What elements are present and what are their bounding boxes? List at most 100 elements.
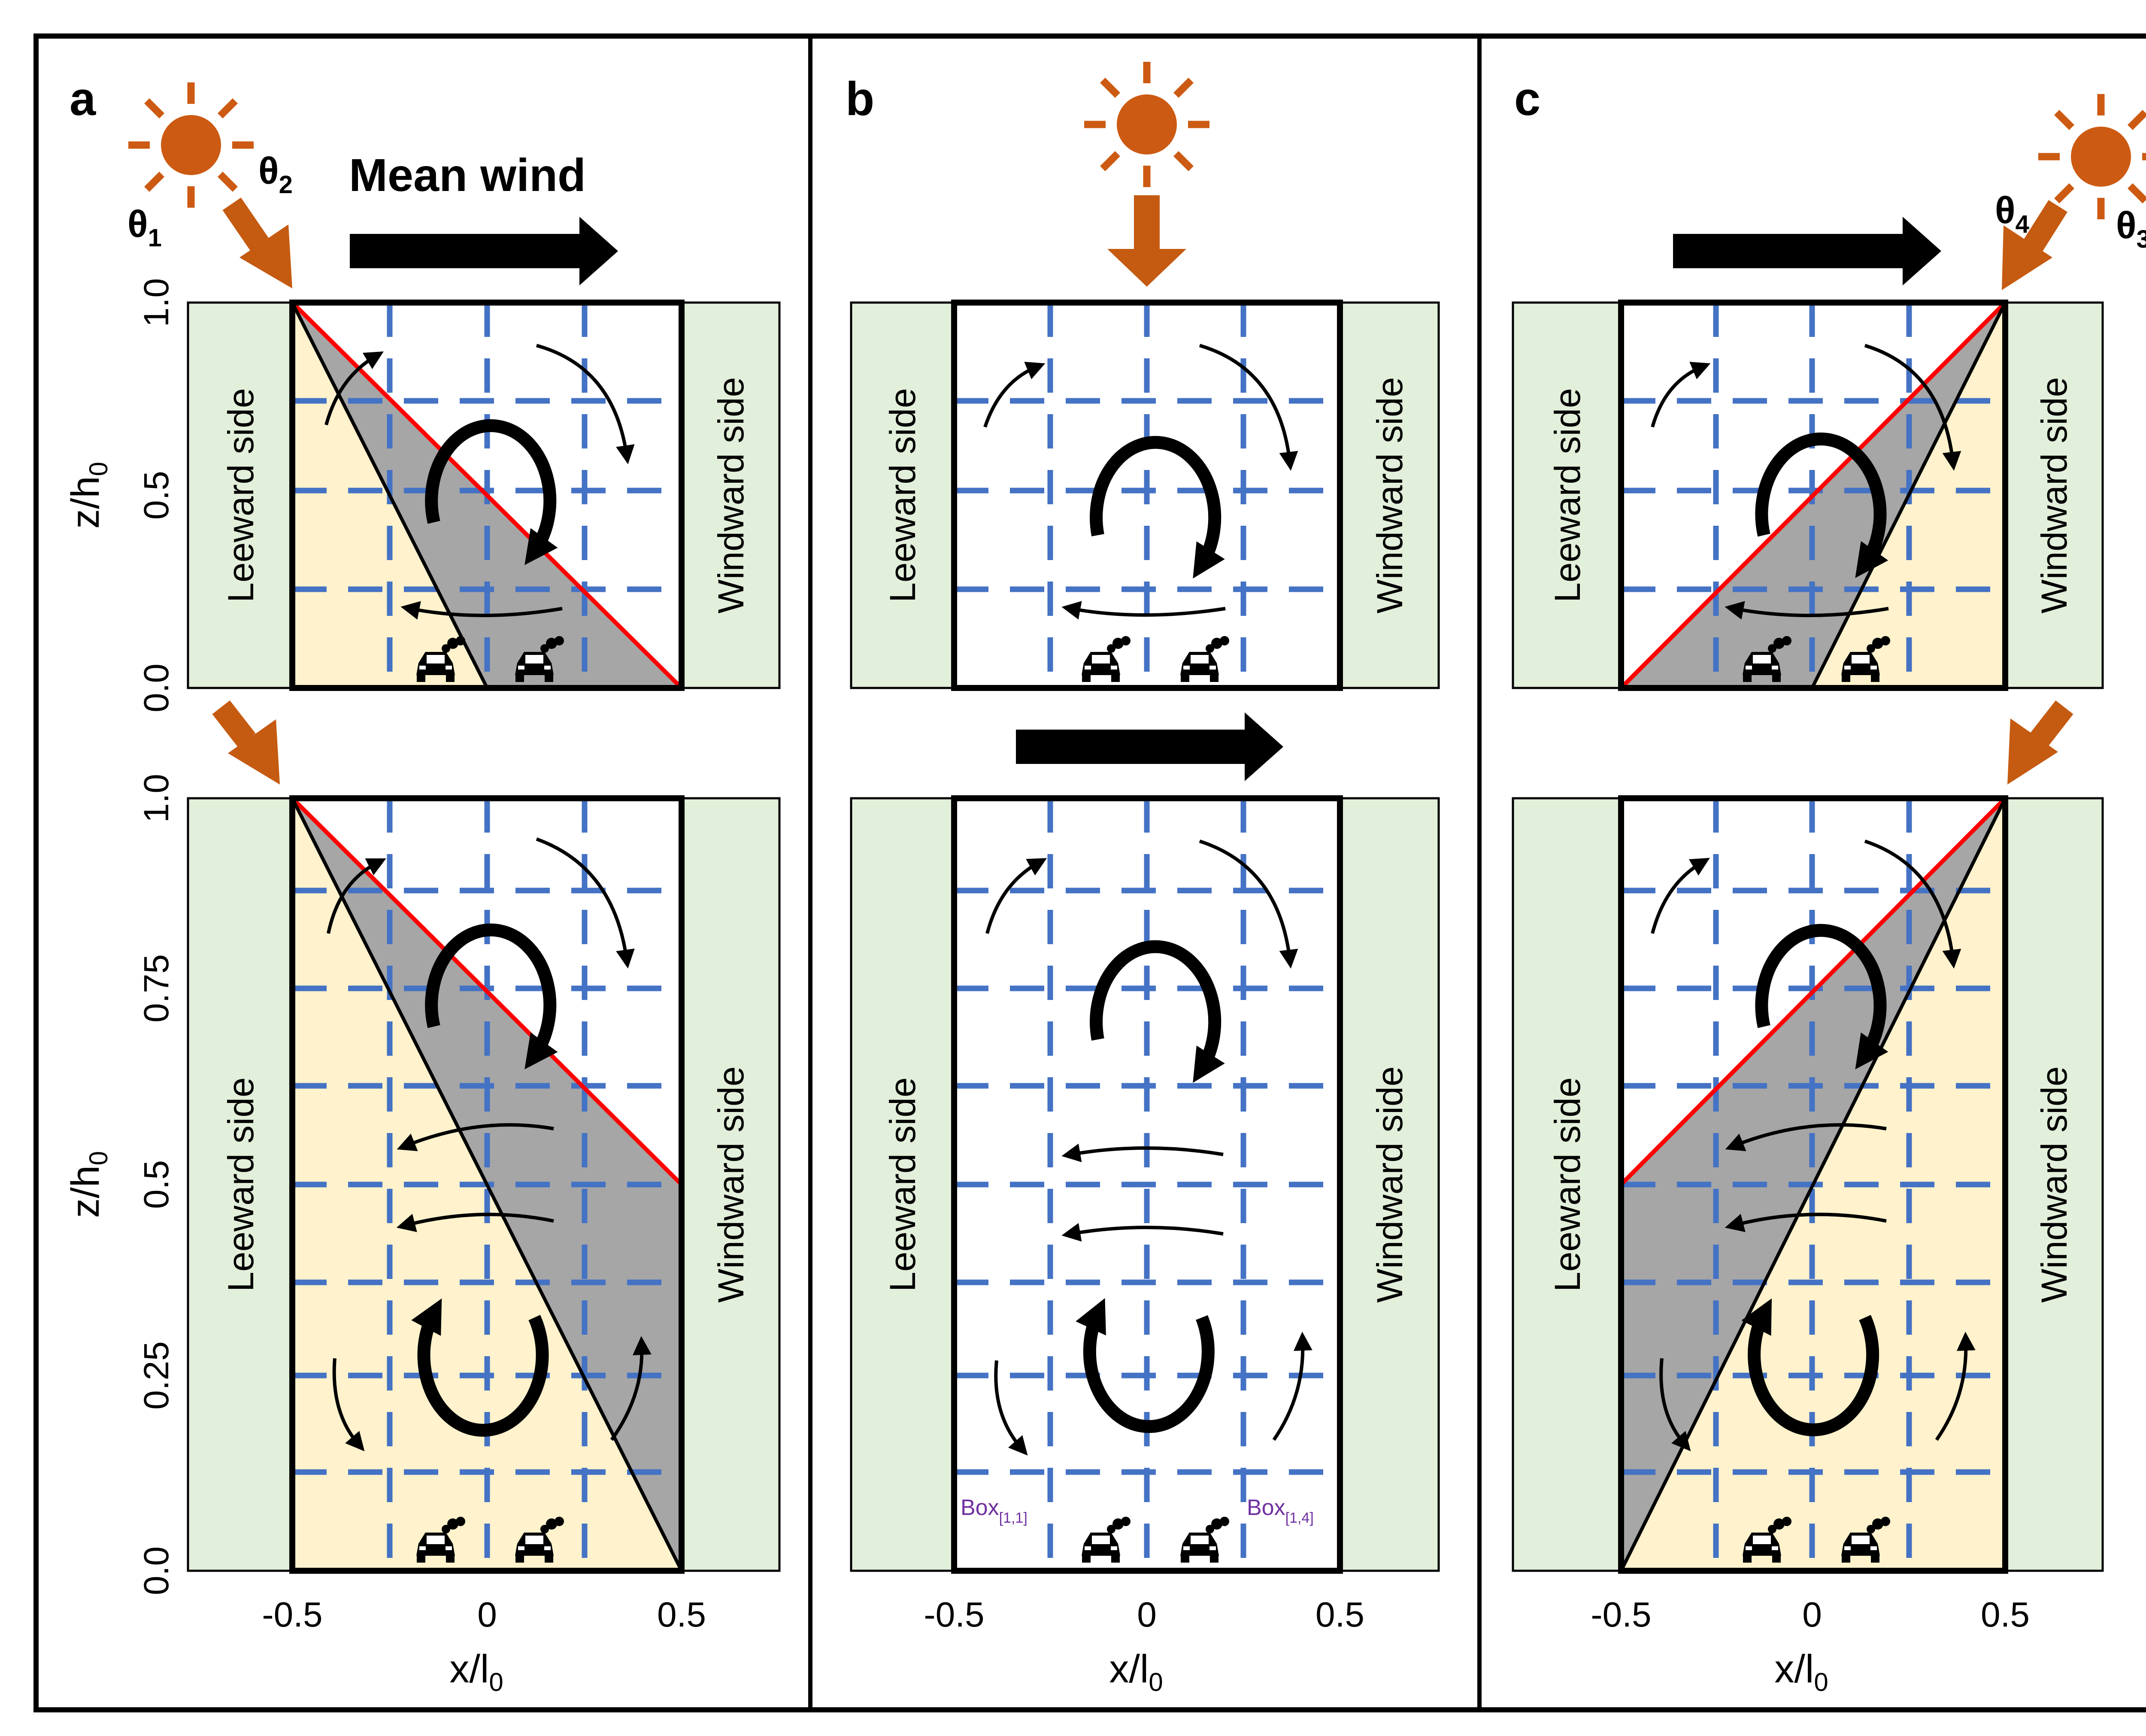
circulation-arrow-icon	[397, 1123, 554, 1151]
circulation-arrow-icon	[536, 837, 635, 969]
circulation-arrow-icon	[1725, 1123, 1887, 1151]
leeward-building	[850, 301, 955, 689]
circulation-arrow-icon	[985, 858, 1047, 934]
x-axis-label: x/l0	[1109, 1647, 1163, 1697]
windward-building	[680, 301, 781, 689]
leeward-building	[850, 797, 955, 1572]
solar-ray-arrow-icon	[222, 197, 269, 251]
mean-wind-arrow-icon	[1673, 234, 1905, 268]
leeward-building	[187, 301, 294, 689]
mean-wind-label: Mean wind	[349, 149, 586, 201]
circulation-arrow-icon	[1061, 1143, 1224, 1162]
mean-wind-arrow-icon	[1903, 217, 1941, 285]
shadow-boundary	[1619, 301, 2007, 690]
circulation-arrow-icon	[1651, 857, 1710, 934]
z-tick: 0.0	[137, 663, 176, 712]
z-tick: 1.0	[137, 774, 176, 823]
leeward-side-label: Leeward side	[1547, 388, 1588, 603]
x-tick: -0.5	[1591, 1595, 1651, 1634]
car-icon	[1180, 1517, 1229, 1563]
x-tick: -0.5	[924, 1595, 984, 1634]
circulation-arrow-icon	[332, 1358, 365, 1451]
windward-building	[2004, 301, 2104, 689]
z-axis-label: z/h0	[64, 1151, 113, 1218]
circulation-arrow-icon	[1090, 940, 1225, 1083]
x-tick: 0.5	[1981, 1595, 2030, 1634]
theta-1-label: θ1	[127, 203, 162, 252]
grid-lines	[1621, 798, 2005, 1571]
leeward-building	[1512, 797, 1622, 1572]
x-axis-label: x/l0	[1774, 1647, 1828, 1697]
circulation-arrow-icon	[1864, 344, 1961, 471]
sun-icon	[1084, 62, 1209, 187]
circulation-arrow-icon	[536, 344, 635, 464]
car-icon	[1082, 1517, 1131, 1563]
z-axis-label: z/h0	[64, 462, 113, 529]
shadow-boundary	[1810, 302, 2007, 689]
z-tick: 0.5	[137, 1160, 176, 1209]
z-tick: 0.25	[137, 1341, 176, 1410]
x-tick: -0.5	[262, 1595, 322, 1634]
x-tick: 0	[1802, 1595, 1822, 1634]
sun-icon	[128, 82, 254, 208]
shadow-boundary	[291, 302, 489, 689]
circulation-arrow-icon	[411, 1298, 549, 1437]
shadow-boundary	[1619, 797, 2007, 1186]
canyon-frame	[289, 795, 685, 1574]
circulation-arrow-icon	[1935, 1332, 1976, 1441]
circulation-arrow-icon	[1061, 1223, 1224, 1242]
theta-2-label: θ2	[258, 149, 293, 199]
windward-side-label: Windward side	[2034, 1066, 2074, 1303]
circulation-arrow-icon	[396, 1212, 554, 1232]
box-label-1-1: Box[1,1]	[961, 1495, 1028, 1526]
solar-ray-arrow-icon	[2030, 700, 2073, 747]
solar-ray-arrow-icon	[228, 719, 280, 785]
canyon-frame	[951, 795, 1343, 1574]
leeward-side-label: Leeward side	[221, 388, 261, 603]
circulation-arrow-icon	[425, 923, 558, 1069]
x-tick: 0.5	[657, 1595, 706, 1634]
circulation-arrow-icon	[1199, 344, 1298, 471]
leeward-side-label: Leeward side	[221, 1077, 261, 1292]
circulation-arrow-icon	[983, 362, 1046, 428]
leeward-building	[1512, 301, 1622, 689]
windward-side-label: Windward side	[711, 1066, 751, 1303]
solar-ray-arrow-icon	[212, 700, 256, 747]
circulation-arrow-icon	[400, 601, 563, 620]
solar-ray-arrow-icon	[2023, 200, 2067, 253]
panel-letter: b	[846, 73, 874, 125]
windward-side-label: Windward side	[1370, 377, 1410, 614]
leeward-side-label: Leeward side	[882, 1077, 923, 1292]
panel-letter: a	[70, 73, 96, 125]
circulation-arrow-icon	[1272, 1332, 1312, 1441]
circulation-arrow-icon	[610, 1336, 652, 1441]
circulation-arrow-icon	[1755, 432, 1888, 578]
circulation-arrow-icon	[1755, 924, 1888, 1069]
z-tick: 0.0	[137, 1546, 176, 1595]
mean-wind-arrow-icon	[579, 217, 618, 285]
sun-icon	[2038, 94, 2146, 219]
windward-side-label: Windward side	[2034, 377, 2074, 614]
z-axis: 1.0 0.5 0.0 z/h0 1.0 0.75 0.5 0.25 0.0 z…	[64, 278, 176, 1595]
canyon-frame	[289, 300, 685, 691]
shadow-boundary	[291, 797, 683, 1186]
solar-ray-arrow-icon	[1134, 195, 1160, 251]
x-axis: -0.5 0 0.5 x/l0 -0.5 0 0.5 x/l0 -0.5 0 0…	[262, 1595, 2030, 1697]
panel-a: a	[70, 73, 781, 1574]
circulation-arrow-icon	[1061, 601, 1226, 620]
circulation-arrow-icon	[1741, 1298, 1879, 1436]
circulation-arrow-icon	[1864, 839, 1961, 969]
canyon-frame	[1618, 300, 2008, 691]
windward-building	[1339, 797, 1440, 1572]
mean-wind-arrow-icon	[1016, 730, 1248, 764]
circulation-arrow-icon	[1076, 1298, 1215, 1433]
circulation-arrow-icon	[324, 351, 384, 426]
circulation-arrow-icon	[1725, 601, 1889, 620]
panel-letter: c	[1514, 73, 1540, 125]
canyon-frame	[951, 300, 1343, 691]
x-tick: 0.5	[1315, 1595, 1364, 1634]
mean-wind-arrow-icon	[1245, 712, 1283, 781]
leeward-side-label: Leeward side	[1547, 1077, 1588, 1292]
circulation-arrow-icon	[1199, 839, 1298, 969]
